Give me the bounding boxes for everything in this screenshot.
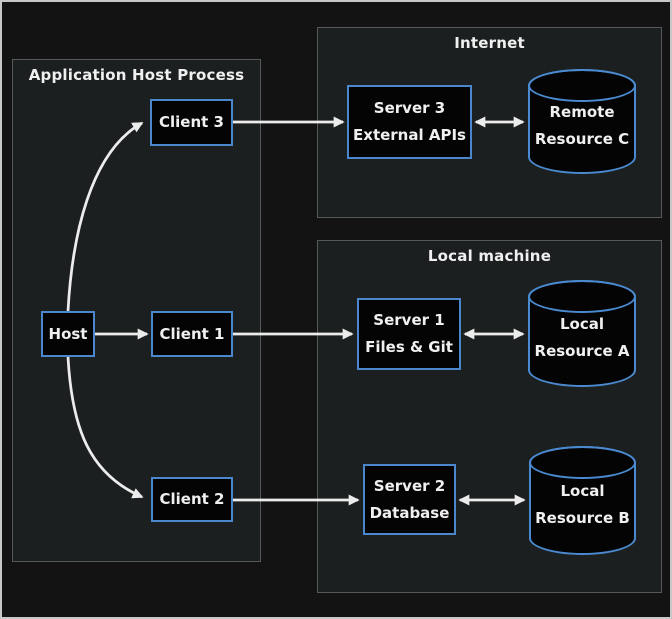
node-client-2: Client 2 — [151, 477, 233, 522]
node-server-3: Server 3 External APIs — [347, 85, 472, 159]
group-title-internet: Internet — [454, 34, 525, 52]
cylinder-local-resource-b: Local Resource B — [529, 446, 636, 555]
cylinder-lid-icon — [528, 69, 636, 102]
resource-a-label-line2: Resource A — [534, 341, 630, 360]
resource-b-label-line2: Resource B — [535, 508, 630, 527]
group-title-local-machine: Local machine — [427, 247, 552, 265]
node-host: Host — [41, 311, 95, 357]
node-server-1-label-line1: Server 1 — [373, 311, 445, 329]
node-server-1: Server 1 Files & Git — [357, 298, 461, 370]
node-client-3-label: Client 3 — [159, 113, 224, 131]
node-server-2-label-line1: Server 2 — [373, 476, 446, 495]
cylinder-lid-icon — [529, 446, 636, 479]
cylinder-remote-resource-c-label: Remote Resource C — [530, 91, 634, 160]
resource-a-label-line1: Local — [559, 314, 605, 333]
node-server-3-label-line2: External APIs — [353, 126, 466, 144]
resource-c-label-line1: Remote — [549, 102, 615, 121]
cylinder-local-resource-b-label: Local Resource B — [531, 468, 634, 541]
cylinder-local-resource-a-label: Local Resource A — [530, 302, 634, 373]
node-client-1-label: Client 1 — [159, 324, 225, 343]
node-server-3-label-line1: Server 3 — [373, 99, 446, 117]
node-client-3: Client 3 — [150, 99, 233, 146]
cylinder-local-resource-a: Local Resource A — [528, 280, 636, 387]
node-client-1: Client 1 — [151, 311, 233, 357]
node-server-1-label-line2: Files & Git — [365, 338, 453, 356]
node-client-2-label: Client 2 — [159, 490, 225, 508]
node-server-2-label-line2: Database — [369, 503, 450, 522]
resource-c-label-line2: Resource C — [534, 129, 630, 148]
group-title-application-host-process: Application Host Process — [28, 66, 245, 84]
cylinder-lid-icon — [528, 280, 636, 313]
node-server-2: Server 2 Database — [363, 464, 456, 535]
node-host-label: Host — [48, 324, 88, 343]
resource-b-label-line1: Local — [560, 481, 605, 500]
cylinder-remote-resource-c: Remote Resource C — [528, 69, 636, 174]
